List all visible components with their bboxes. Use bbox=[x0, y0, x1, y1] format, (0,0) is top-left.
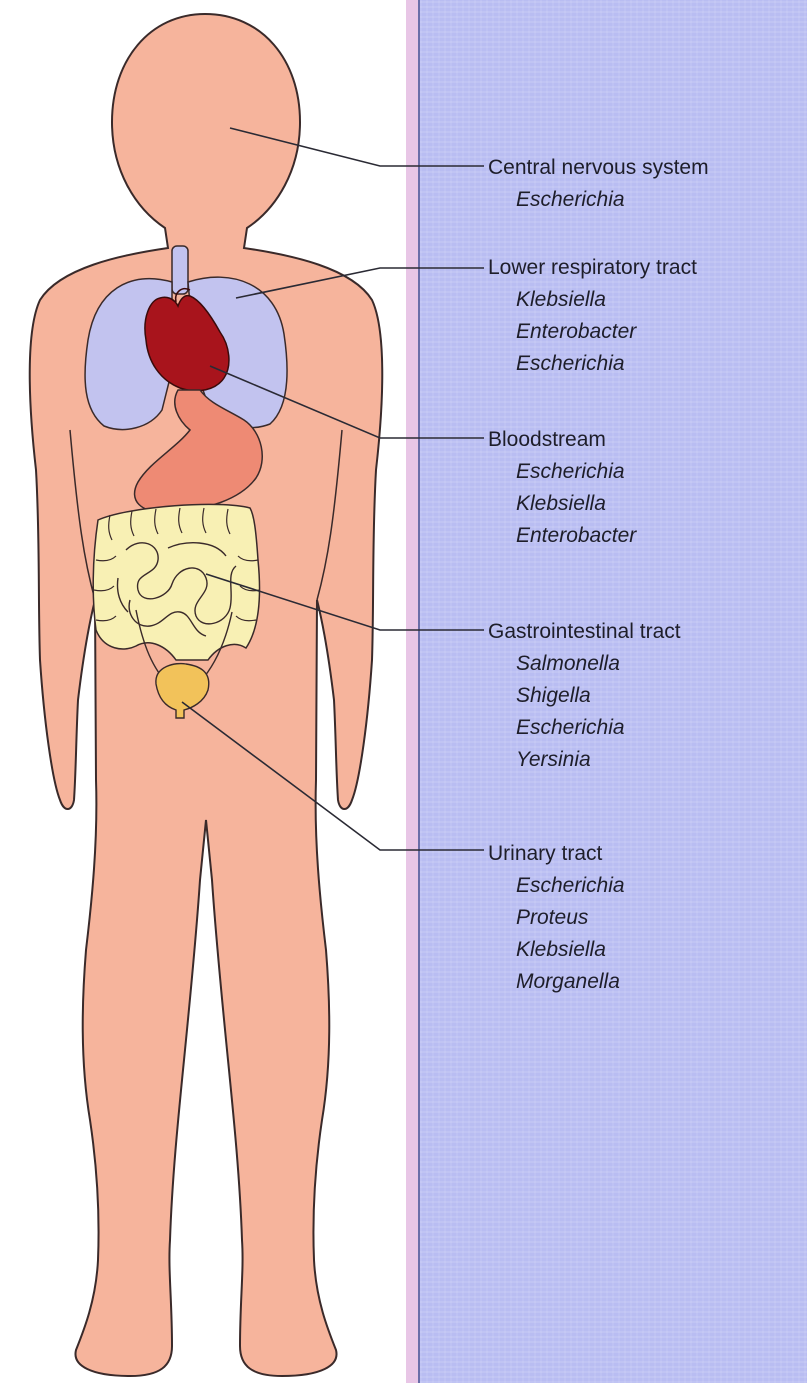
trachea bbox=[172, 246, 188, 294]
organism-label: Escherichia bbox=[488, 712, 681, 744]
organism-label: Yersinia bbox=[488, 744, 681, 776]
site-label-bloodstream: Bloodstream bbox=[488, 424, 636, 456]
label-group-urinary: Urinary tract Escherichia Proteus Klebsi… bbox=[488, 838, 625, 998]
organism-label: Klebsiella bbox=[488, 488, 636, 520]
organism-label: Enterobacter bbox=[488, 520, 636, 552]
organism-label: Klebsiella bbox=[488, 284, 697, 316]
organism-label: Salmonella bbox=[488, 648, 681, 680]
label-group-cns: Central nervous system Escherichia bbox=[488, 152, 709, 216]
organism-label: Shigella bbox=[488, 680, 681, 712]
organism-label: Escherichia bbox=[488, 348, 697, 380]
organism-label: Enterobacter bbox=[488, 316, 697, 348]
site-label-respiratory: Lower respiratory tract bbox=[488, 252, 697, 284]
site-label-cns: Central nervous system bbox=[488, 152, 709, 184]
organism-label: Proteus bbox=[488, 902, 625, 934]
organism-label: Escherichia bbox=[488, 870, 625, 902]
organism-label: Morganella bbox=[488, 966, 625, 998]
organism-label: Escherichia bbox=[488, 456, 636, 488]
organism-label: Escherichia bbox=[488, 184, 709, 216]
label-group-bloodstream: Bloodstream Escherichia Klebsiella Enter… bbox=[488, 424, 636, 552]
organism-label: Klebsiella bbox=[488, 934, 625, 966]
label-group-respiratory: Lower respiratory tract Klebsiella Enter… bbox=[488, 252, 697, 380]
site-label-gastrointestinal: Gastrointestinal tract bbox=[488, 616, 681, 648]
label-group-gastrointestinal: Gastrointestinal tract Salmonella Shigel… bbox=[488, 616, 681, 776]
site-label-urinary: Urinary tract bbox=[488, 838, 625, 870]
